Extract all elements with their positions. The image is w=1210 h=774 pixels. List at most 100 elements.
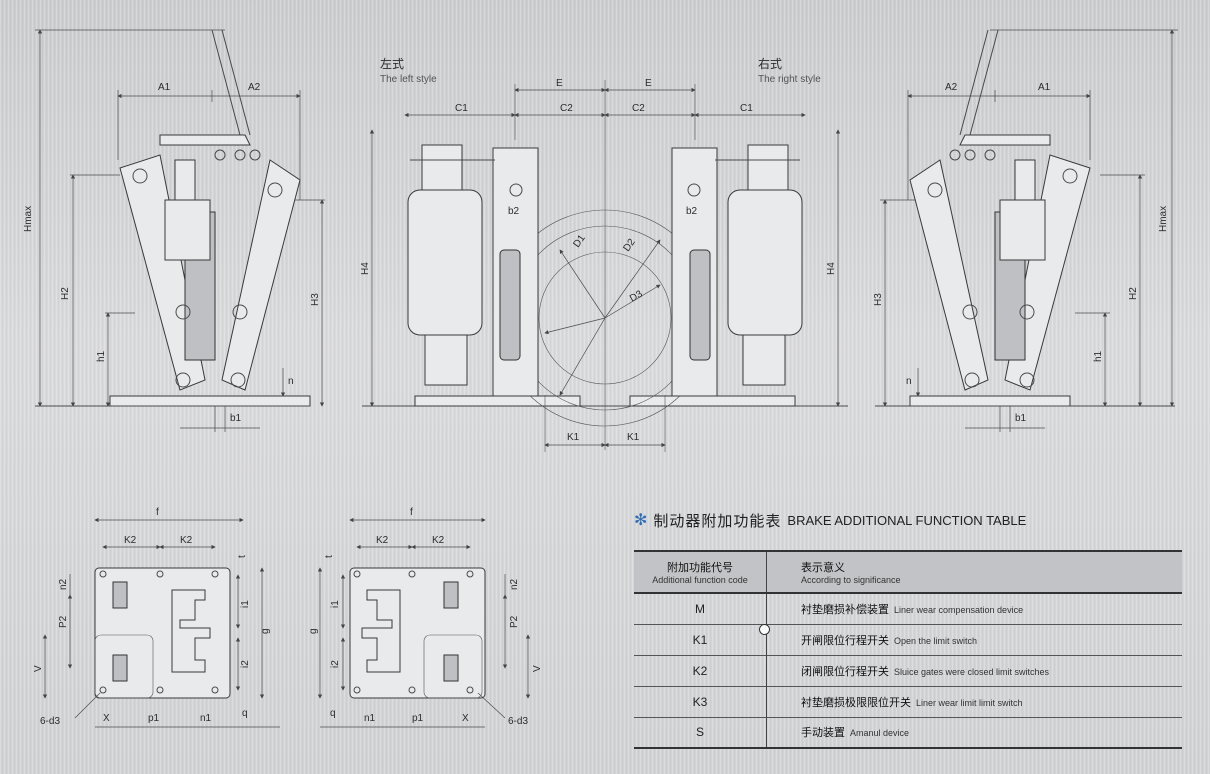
dim-n1-left: n1 — [200, 713, 212, 724]
dim-b2-left: b2 — [508, 206, 520, 217]
table-header: 附加功能代号 Additional function code 表示意义 Acc… — [634, 551, 1182, 593]
dim-a2-left: A2 — [248, 82, 261, 93]
dim-e-left: E — [556, 78, 563, 89]
dim-n-right: n — [906, 376, 912, 387]
dim-c1-right: C1 — [740, 103, 753, 114]
dim-n2-right: n2 — [509, 578, 520, 590]
dim-k2-b-left: K2 — [180, 535, 193, 546]
dim-p1-left: p1 — [148, 713, 160, 724]
row-code: K3 — [634, 686, 767, 717]
asterisk-icon: ✻ — [634, 512, 648, 529]
dim-k1-left: K1 — [567, 432, 580, 443]
dim-e-right: E — [645, 78, 652, 89]
header-code-en: Additional function code — [652, 575, 748, 585]
row-desc-en: Liner wear compensation device — [894, 604, 1024, 615]
dim-b2-right: b2 — [686, 206, 698, 217]
dim-hmax-left: Hmax — [23, 206, 34, 232]
dim-i1-right: i1 — [330, 600, 341, 608]
dim-6d3-right: 6-d3 — [508, 716, 528, 727]
header-meaning-cn: 表示意义 — [801, 562, 845, 574]
center-front-view: 左式 The left style 右式 The right style H4 … — [360, 56, 848, 452]
table-row: S 手动装置 Amanul device — [634, 717, 1182, 748]
dim-b1-left: b1 — [230, 413, 242, 424]
dim-n2-left: n2 — [58, 578, 69, 590]
dim-a2-right: A2 — [945, 82, 958, 93]
row-desc-en: Amanul device — [850, 728, 910, 739]
row-desc-cn: 闭闸限位行程开关 — [801, 665, 889, 678]
row-desc-cn: 衬垫磨损极限限位开关 — [801, 696, 911, 709]
row-desc: 闭闸限位行程开关 Sluice gates were closed limit s… — [767, 655, 1183, 686]
dim-h1-right: h1 — [1093, 350, 1104, 362]
dim-x-right: X — [462, 713, 469, 724]
dim-k2-a-right: K2 — [376, 535, 389, 546]
dim-d2: D2 — [621, 237, 638, 254]
row-desc-cn: 衬垫磨损补偿装置 — [801, 603, 889, 616]
table-title: ✻ 制动器附加功能表 BRAKE ADDITIONAL FUNCTION TAB… — [634, 508, 1182, 532]
left-style-en: The left style — [380, 74, 437, 85]
dim-h3-left: H3 — [310, 293, 321, 306]
plan-view-left: f K2 K2 n2 P2 V i1 i2 g t X p1 n1 q 6-d3 — [33, 507, 280, 728]
table-title-cn: 制动器附加功能表 — [653, 512, 782, 530]
row-desc: 手动装置 Amanul device — [767, 717, 1183, 748]
dim-d1: D1 — [571, 233, 588, 250]
dim-v-right: V — [532, 665, 543, 672]
header-code: 附加功能代号 Additional function code — [634, 551, 767, 593]
row-desc: 衬垫磨损补偿装置 Liner wear compensation device — [767, 593, 1183, 624]
dim-t-left: t — [237, 555, 248, 558]
row-code: M — [634, 593, 767, 624]
dim-f-right: f — [410, 507, 413, 518]
dim-p1-right: p1 — [412, 713, 424, 724]
table-title-en: BRAKE ADDITIONAL FUNCTION TABLE — [787, 512, 1027, 528]
dim-6d3-left: 6-d3 — [40, 716, 60, 727]
row-code: S — [634, 717, 767, 748]
dim-a1-left: A1 — [158, 82, 171, 93]
dim-q-left: q — [242, 708, 248, 719]
table-row: K3 衬垫磨损极限限位开关 Liner wear limit limit swit… — [634, 686, 1182, 717]
dim-k2-a-left: K2 — [124, 535, 137, 546]
dim-c2-right: C2 — [632, 103, 645, 114]
dim-p2-left: P2 — [58, 615, 69, 628]
row-desc-cn: 手动装置 — [801, 727, 845, 740]
dim-g-left: g — [260, 628, 271, 634]
function-table: 附加功能代号 Additional function code 表示意义 Acc… — [634, 550, 1182, 749]
dim-c1-left: C1 — [455, 103, 468, 114]
right-style-cn: 右式 — [758, 56, 782, 71]
dim-h2-left: H2 — [60, 287, 71, 300]
left-style-cn: 左式 — [380, 56, 404, 71]
dim-a1-right: A1 — [1038, 82, 1051, 93]
table-row: K2 闭闸限位行程开关 Sluice gates were closed limi… — [634, 655, 1182, 686]
dim-g-right: g — [308, 628, 319, 634]
row-desc-en: Sluice gates were closed limit switches — [894, 666, 1050, 677]
dim-i2-left: i2 — [240, 660, 251, 668]
dim-i2-right: i2 — [330, 660, 341, 668]
dim-q-right: q — [330, 708, 336, 719]
dim-n1-right: n1 — [364, 713, 376, 724]
divider-node-icon — [759, 624, 770, 635]
function-table-block: ✻ 制动器附加功能表 BRAKE ADDITIONAL FUNCTION TAB… — [634, 508, 1182, 749]
dim-t-right: t — [324, 555, 335, 558]
dim-hmax-right: Hmax — [1158, 206, 1169, 232]
dim-b1-right: b1 — [1015, 413, 1027, 424]
right-side-view: Hmax H2 h1 H3 n A2 A1 b1 — [873, 29, 1178, 432]
dim-f-left: f — [156, 507, 159, 518]
dim-d3: D3 — [628, 288, 645, 304]
left-side-view: Hmax H2 h1 H3 n A1 A2 b1 — [23, 29, 325, 432]
dim-h3-right: H3 — [873, 293, 884, 306]
dim-k2-b-right: K2 — [432, 535, 445, 546]
row-desc: 衬垫磨损极限限位开关 Liner wear limit limit switch — [767, 686, 1183, 717]
dim-c2-left: C2 — [560, 103, 573, 114]
header-meaning-en: According to significance — [801, 575, 901, 585]
row-desc-en: Open the limit switch — [894, 635, 978, 646]
row-desc: 开闸限位行程开关 Open the limit switch — [767, 624, 1183, 655]
row-desc-en: Liner wear limit limit switch — [916, 697, 1023, 708]
row-desc-cn: 开闸限位行程开关 — [801, 634, 889, 647]
dim-h4-left: H4 — [360, 262, 371, 275]
dim-x-left: X — [103, 713, 110, 724]
row-code: K2 — [634, 655, 767, 686]
dim-h2-right: H2 — [1128, 287, 1139, 300]
table-row: M 衬垫磨损补偿装置 Liner wear compensation device — [634, 593, 1182, 624]
header-code-cn: 附加功能代号 — [667, 562, 733, 574]
dim-v-left: V — [33, 665, 44, 672]
